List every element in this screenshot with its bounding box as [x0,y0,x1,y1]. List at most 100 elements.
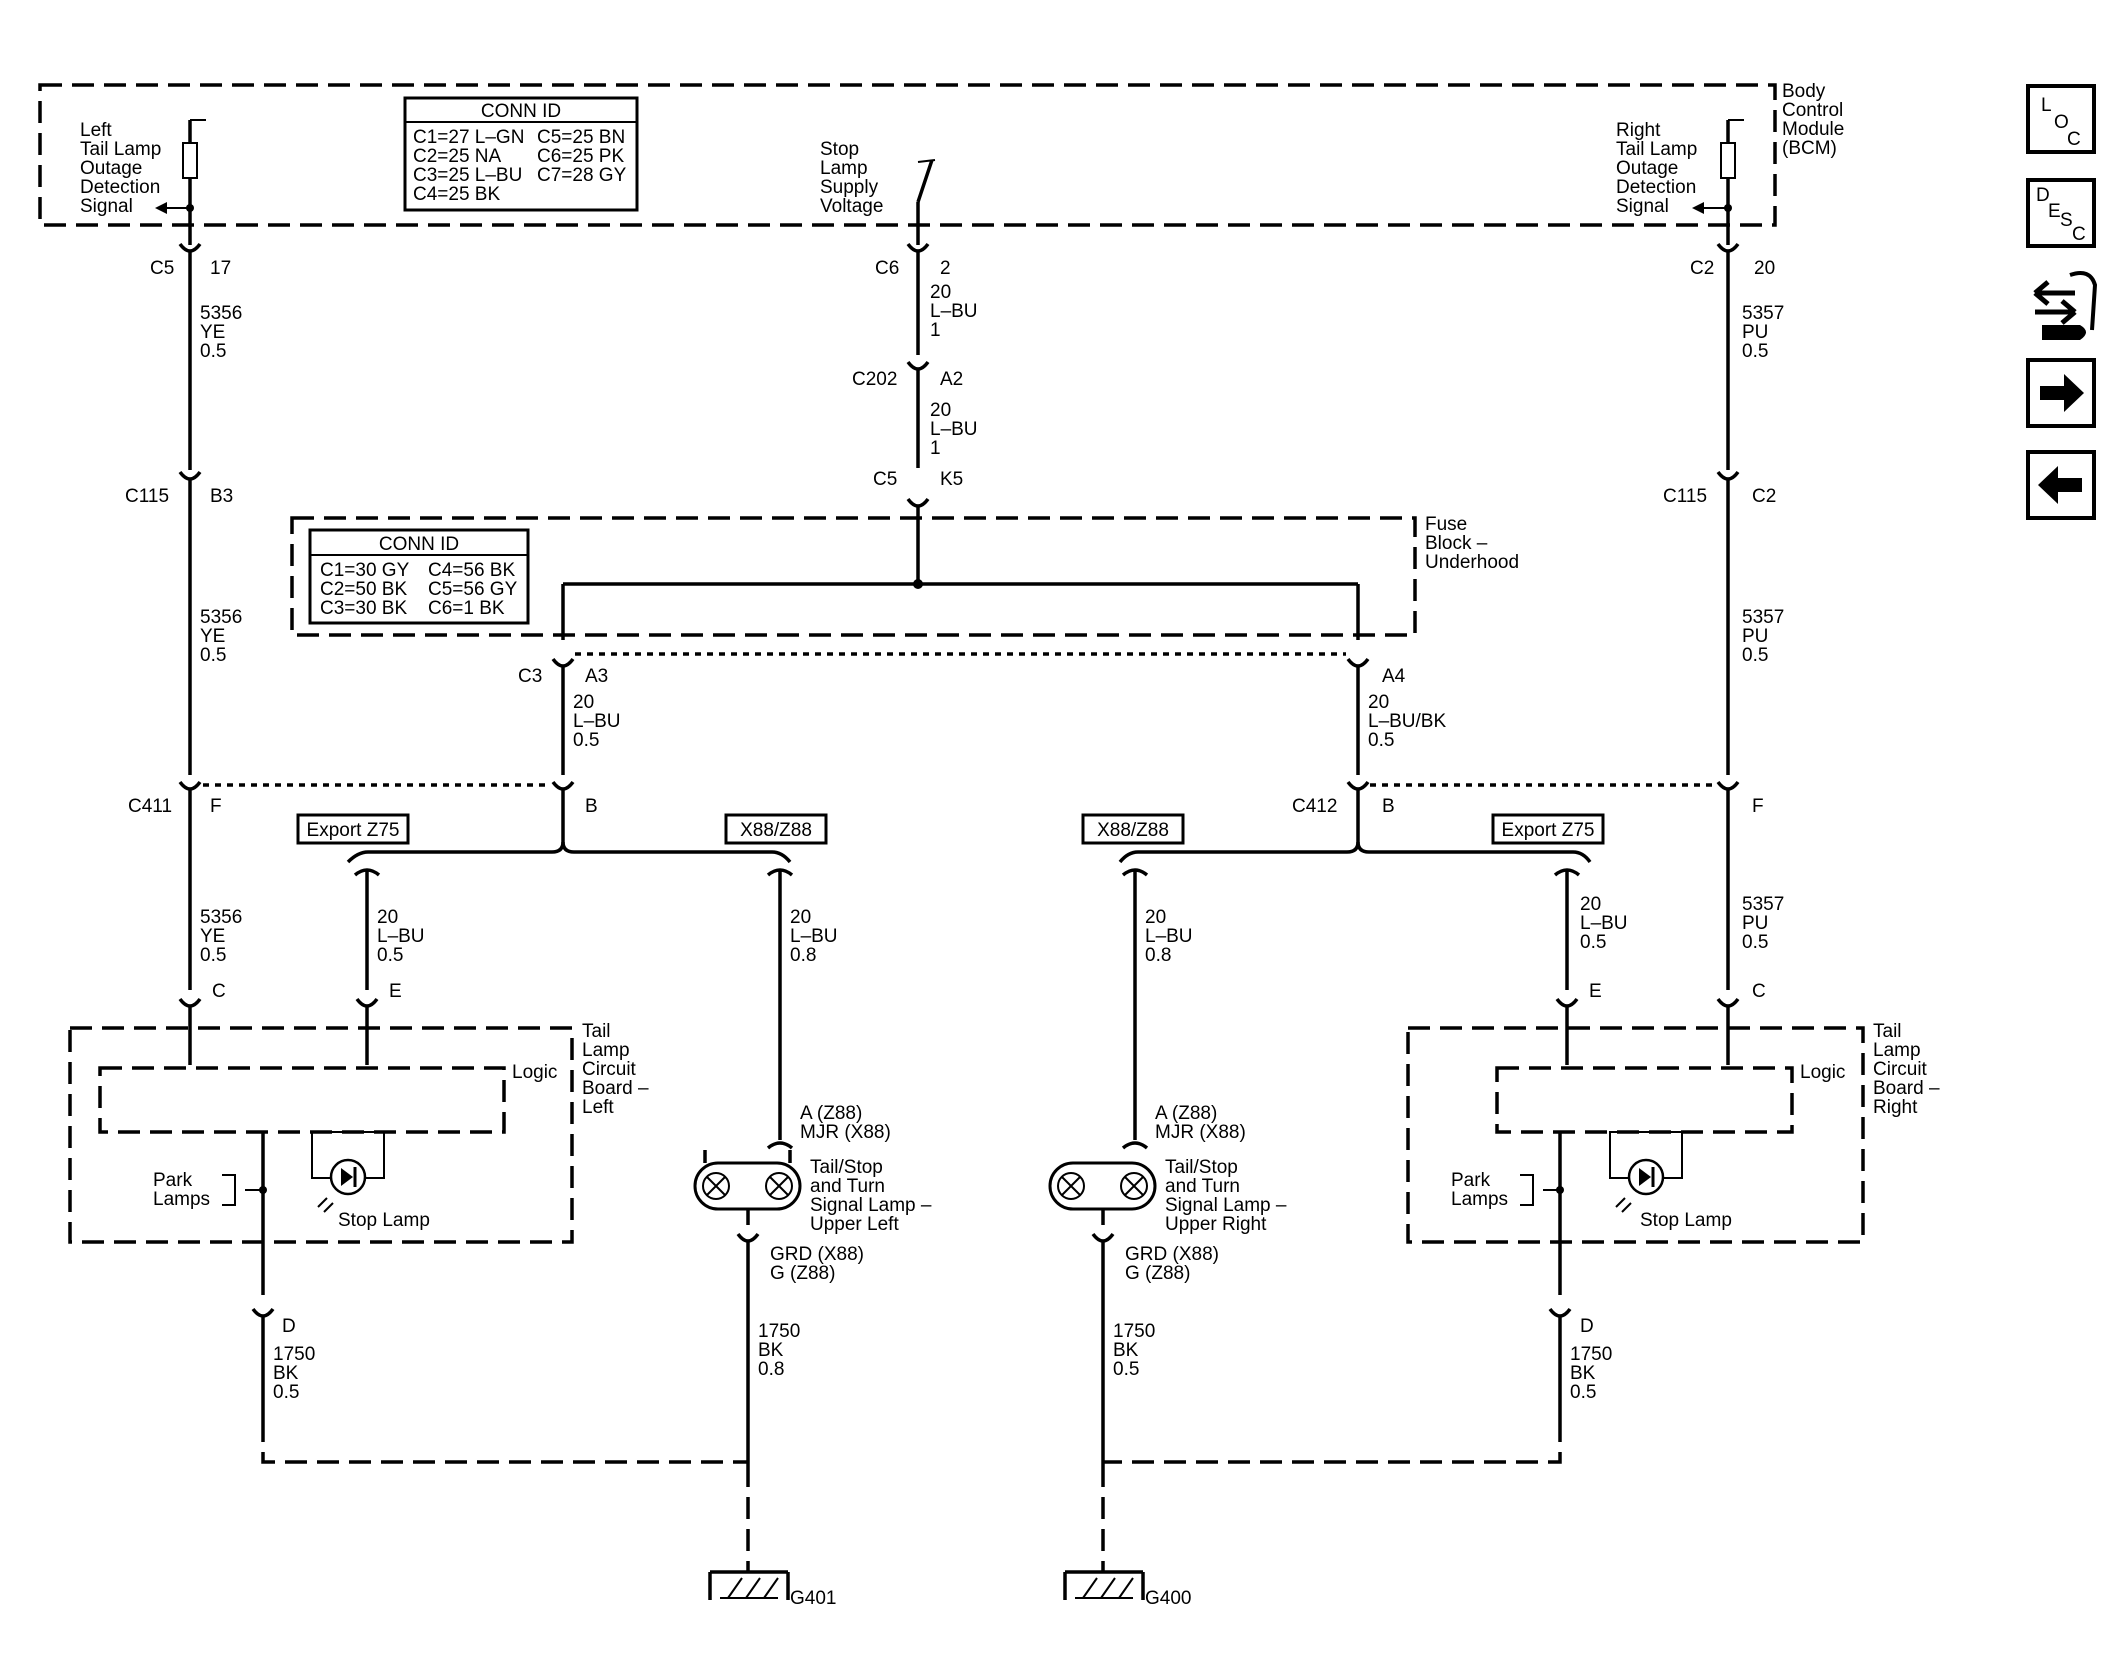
svg-text:E: E [1589,981,1602,1002]
svg-text:C: C [1752,981,1766,1002]
svg-text:0.5: 0.5 [1368,730,1394,751]
svg-text:Upper Left: Upper Left [810,1214,899,1235]
svg-text:C115: C115 [1663,486,1707,507]
svg-text:C6=25 PK: C6=25 PK [537,146,624,167]
svg-text:20: 20 [1754,258,1775,279]
svg-text:0.5: 0.5 [573,730,599,751]
svg-text:20: 20 [573,692,594,713]
svg-text:Underhood: Underhood [1425,552,1519,573]
svg-text:C411: C411 [128,796,172,817]
back-button[interactable] [2026,450,2096,520]
svg-text:C3=25 L–BU: C3=25 L–BU [413,165,522,186]
svg-text:5356: 5356 [200,907,242,928]
right-ground-d: D 1750 BK 0.5 [1103,1307,1612,1464]
svg-text:YE: YE [200,926,225,947]
fuse-output-a4: A4 20 L–BU/BK 0.5 [1346,657,1446,775]
svg-text:B: B [1382,796,1395,817]
svg-text:Lamp: Lamp [820,158,868,179]
svg-text:S: S [2060,210,2073,231]
ground-g400: G400 [1063,1465,1191,1609]
left-wire-5356: C5 17 5356 YE 0.5 C115 B3 5356 YE 0.5 C4… [125,242,242,1065]
svg-text:B3: B3 [210,486,233,507]
c412-connector: C412 B [1292,780,1716,848]
svg-text:E: E [389,981,402,1002]
svg-text:0.5: 0.5 [1570,1382,1596,1403]
svg-text:C5=56 GY: C5=56 GY [428,579,518,600]
svg-text:Circuit: Circuit [1873,1059,1928,1080]
svg-text:5356: 5356 [200,607,242,628]
svg-text:1: 1 [930,438,941,459]
svg-text:A2: A2 [940,369,963,390]
svg-text:20: 20 [1145,907,1166,928]
svg-text:PU: PU [1742,913,1768,934]
svg-text:C5=25 BN: C5=25 BN [537,127,625,148]
svg-text:Tail/Stop: Tail/Stop [810,1157,883,1178]
svg-text:0.5: 0.5 [200,341,226,362]
svg-text:Tail Lamp: Tail Lamp [80,139,161,160]
connector-swap-icon[interactable] [2033,271,2098,340]
svg-text:20: 20 [930,282,951,303]
svg-text:0.5: 0.5 [1580,932,1606,953]
arrow-left-icon [2038,466,2082,504]
stop-lamp-supply-switch: Stop Lamp Supply Voltage [820,139,936,245]
svg-text:Stop Lamp: Stop Lamp [1640,1210,1732,1231]
right-outage-signal: Right Tail Lamp Outage Detection Signal [1616,119,1744,245]
svg-text:1750: 1750 [1570,1344,1612,1365]
svg-text:G (Z88): G (Z88) [1125,1263,1190,1284]
svg-text:L–BU: L–BU [930,301,978,322]
svg-text:F: F [210,796,222,817]
svg-text:Right: Right [1873,1097,1918,1118]
svg-text:Tail/Stop: Tail/Stop [1165,1157,1238,1178]
svg-text:BK: BK [1113,1340,1139,1361]
svg-text:BK: BK [1570,1363,1596,1384]
svg-text:0.8: 0.8 [790,945,816,966]
svg-text:BK: BK [758,1340,784,1361]
svg-text:Left: Left [582,1097,614,1118]
svg-text:Tail: Tail [582,1021,611,1042]
svg-text:Signal: Signal [1616,196,1669,217]
arrow-right-icon [2040,374,2084,412]
svg-text:C412: C412 [1292,796,1337,817]
svg-text:Lamp: Lamp [1873,1040,1921,1061]
svg-text:PU: PU [1742,626,1768,647]
desc-button[interactable]: D E S C [2026,178,2096,248]
svg-text:A4: A4 [1382,666,1406,687]
svg-text:L–BU: L–BU [573,711,621,732]
svg-text:C1=27 L–GN: C1=27 L–GN [413,127,524,148]
svg-text:C2: C2 [1752,486,1776,507]
svg-text:5357: 5357 [1742,303,1784,324]
fuse-block-label: Fuse Block – Underhood [1425,514,1519,573]
svg-text:C7=28 GY: C7=28 GY [537,165,627,186]
svg-text:L–BU: L–BU [1145,926,1193,947]
svg-text:Logic: Logic [512,1062,557,1083]
svg-text:Module: Module [1782,119,1844,140]
svg-text:C5: C5 [873,469,897,490]
svg-text:0.5: 0.5 [1742,932,1768,953]
svg-text:0.8: 0.8 [1145,945,1171,966]
svg-text:Block –: Block – [1425,533,1488,554]
svg-text:PU: PU [1742,322,1768,343]
svg-text:Park: Park [1451,1170,1491,1191]
left-option-branch: Export Z75 X88/Z88 20 L–BU 0.5 E 20 L–BU… [296,813,838,1140]
svg-text:0.5: 0.5 [1742,341,1768,362]
forward-button[interactable] [2026,358,2096,428]
svg-text:0.5: 0.5 [200,945,226,966]
svg-text:Circuit: Circuit [582,1059,637,1080]
svg-text:L–BU: L–BU [790,926,838,947]
svg-text:BK: BK [273,1363,299,1384]
svg-text:Signal Lamp –: Signal Lamp – [1165,1195,1287,1216]
svg-text:and Turn: and Turn [810,1176,885,1197]
svg-text:Signal Lamp –: Signal Lamp – [810,1195,932,1216]
svg-text:Tail: Tail [1873,1021,1902,1042]
svg-text:Park: Park [153,1170,193,1191]
svg-text:D: D [282,1316,296,1337]
svg-text:Export Z75: Export Z75 [307,820,400,841]
svg-text:Board –: Board – [1873,1078,1940,1099]
svg-text:1: 1 [930,320,941,341]
svg-text:C202: C202 [852,369,897,390]
loc-button[interactable]: L O C [2026,84,2096,154]
bcm-label: Body Control Module (BCM) [1782,81,1844,159]
svg-text:L–BU: L–BU [377,926,425,947]
svg-text:YE: YE [200,626,225,647]
